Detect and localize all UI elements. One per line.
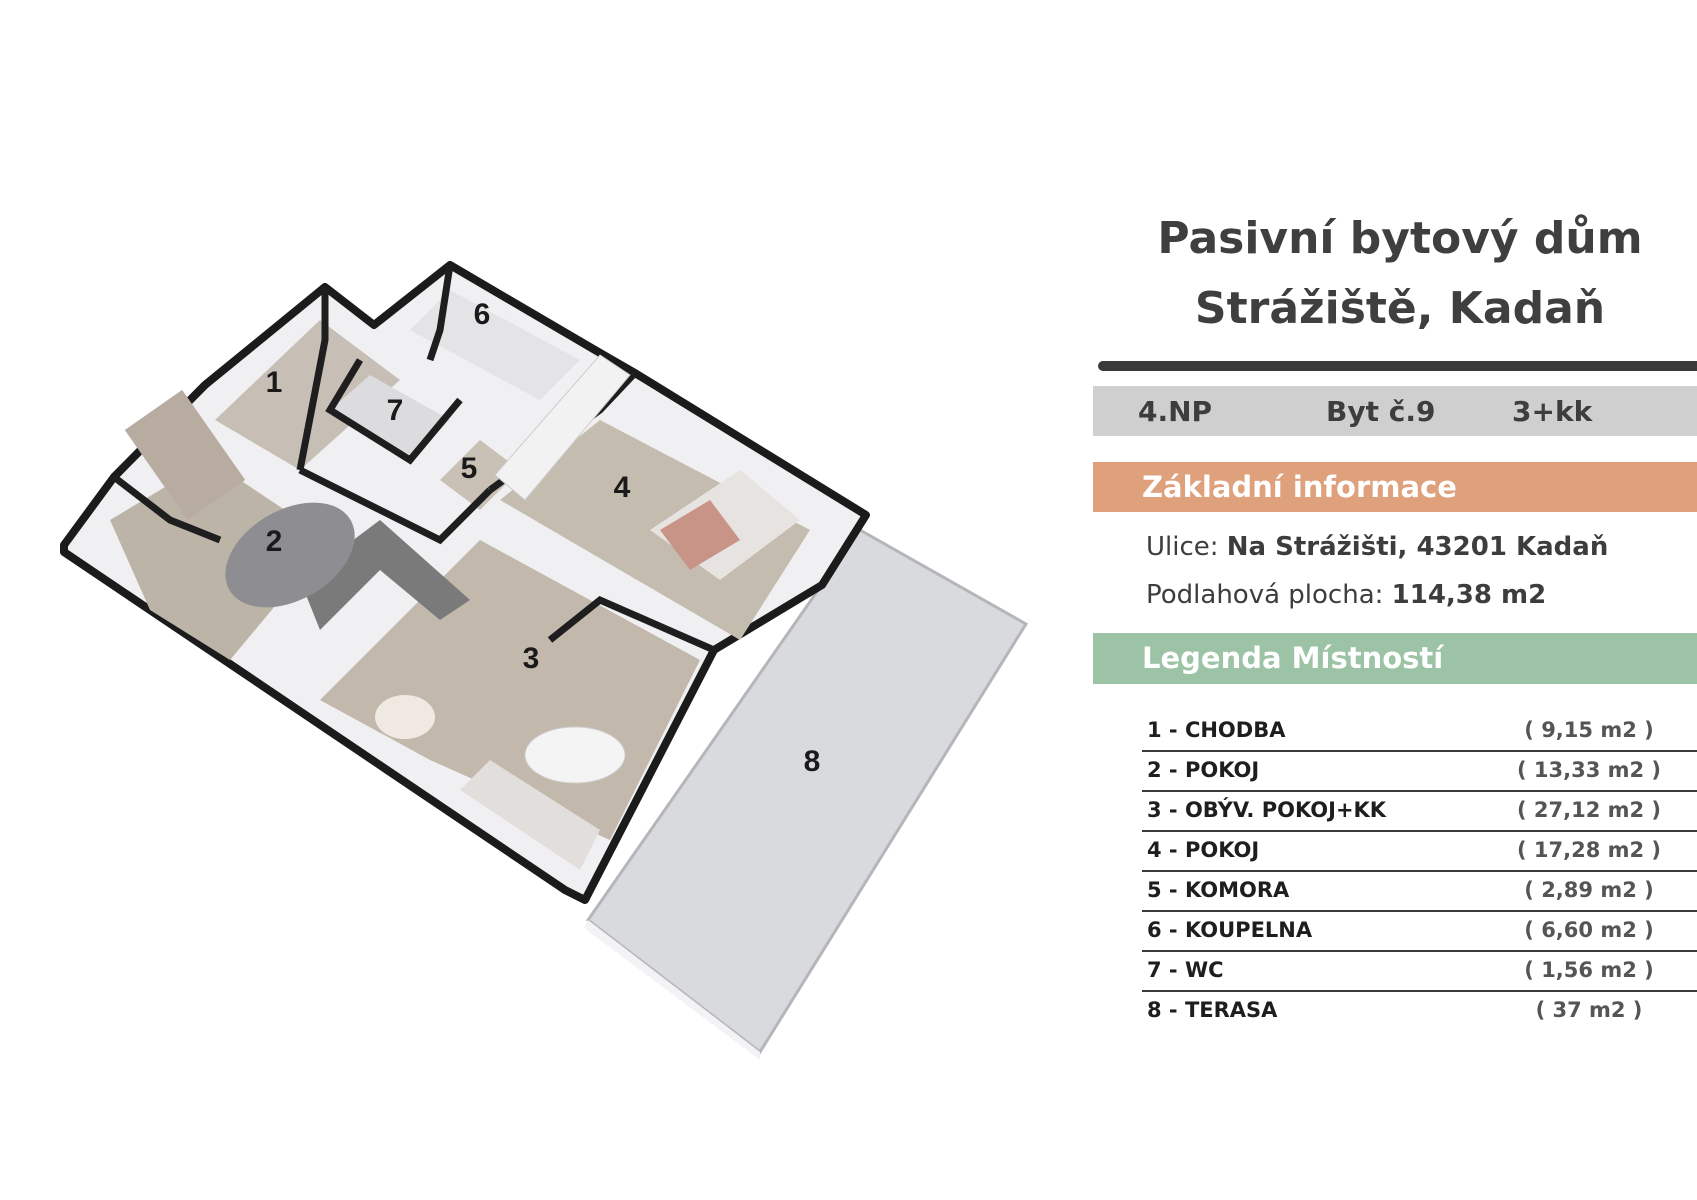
area-label: Podlahová plocha: — [1146, 580, 1384, 610]
room-6-floor — [410, 290, 580, 400]
unit-label: Byt č.9 — [1326, 395, 1436, 428]
shelving — [494, 354, 631, 501]
legend-row: 3 - OBÝV. POKOJ+KK ( 27,12 m2 ) — [1142, 792, 1697, 832]
room-area: ( 17,28 m2 ) — [1516, 838, 1662, 862]
plan-label-1: 1 — [266, 366, 283, 399]
legend-row: 8 - TERASA ( 37 m2 ) — [1142, 992, 1697, 1030]
page-title-line2: Strážiště, Kadaň — [1194, 283, 1606, 334]
coffee-table — [524, 726, 626, 784]
room-2-floor — [110, 460, 330, 660]
room-7-floor — [330, 375, 450, 460]
room-area: ( 13,33 m2 ) — [1516, 758, 1662, 782]
title-divider — [1098, 361, 1697, 371]
room-name: 3 - OBÝV. POKOJ+KK — [1147, 798, 1387, 822]
basic-info-header: Základní informace — [1093, 462, 1697, 512]
dining-table — [375, 695, 435, 739]
plan-label-6: 6 — [474, 298, 491, 331]
wardrobe — [124, 389, 246, 521]
room-name: 8 - TERASA — [1147, 998, 1278, 1022]
legend-row: 1 - CHODBA ( 9,15 m2 ) — [1142, 712, 1697, 752]
layout-label: 3+kk — [1512, 395, 1593, 428]
room-name: 7 - WC — [1147, 958, 1224, 982]
plan-label-5: 5 — [461, 452, 478, 485]
room-area: ( 1,56 m2 ) — [1524, 958, 1654, 982]
legend-row: 6 - KOUPELNA ( 6,60 m2 ) — [1142, 912, 1697, 952]
room-area: ( 27,12 m2 ) — [1516, 798, 1662, 822]
plan-label-3: 3 — [523, 642, 540, 675]
sofa — [460, 760, 600, 870]
basic-info-heading: Základní informace — [1142, 470, 1457, 504]
room-name: 5 - KOMORA — [1147, 878, 1290, 902]
room-legend: 1 - CHODBA ( 9,15 m2 ) 2 - POKOJ ( 13,33 m… — [1142, 712, 1697, 1030]
room-name: 1 - CHODBA — [1147, 718, 1286, 742]
floor-label: 4.NP — [1138, 395, 1213, 428]
room-name: 4 - POKOJ — [1147, 838, 1260, 862]
area-line: Podlahová plocha: 114,38 m2 — [1146, 580, 1546, 610]
room-area: ( 37 m2 ) — [1535, 998, 1643, 1022]
street-label: Ulice: — [1146, 532, 1219, 562]
kitchen-counter — [300, 520, 470, 630]
area-value: 114,38 m2 — [1391, 580, 1547, 610]
legend-row: 4 - POKOJ ( 17,28 m2 ) — [1142, 832, 1697, 872]
room-name: 2 - POKOJ — [1147, 758, 1260, 782]
legend-row: 7 - WC ( 1,56 m2 ) — [1142, 952, 1697, 992]
terrace-edge — [584, 920, 760, 1060]
rug — [225, 502, 355, 608]
floor-plan-render: 1 2 3 4 5 6 7 8 — [60, 261, 1029, 1060]
bedding — [660, 500, 740, 570]
legend-row: 5 - KOMORA ( 2,89 m2 ) — [1142, 872, 1697, 912]
summary-band: 4.NP Byt č.9 3+kk — [1093, 386, 1697, 436]
page-title-line1: Pasivní bytový dům — [1157, 213, 1643, 264]
room-5-floor — [440, 440, 520, 510]
plan-label-8: 8 — [804, 745, 821, 778]
plan-label-7: 7 — [387, 394, 404, 427]
street-value: Na Strážišti, 43201 Kadaň — [1226, 532, 1609, 562]
plan-label-2: 2 — [266, 525, 283, 558]
room-area: ( 6,60 m2 ) — [1524, 918, 1654, 942]
legend-header: Legenda Místností — [1093, 633, 1697, 684]
plan-label-4: 4 — [614, 471, 631, 504]
room-1-floor — [215, 320, 400, 470]
room-area: ( 2,89 m2 ) — [1524, 878, 1654, 902]
room-area: ( 9,15 m2 ) — [1524, 718, 1654, 742]
room-name: 6 - KOUPELNA — [1147, 918, 1313, 942]
street-line: Ulice: Na Strážišti, 43201 Kadaň — [1146, 532, 1608, 562]
legend-row: 2 - POKOJ ( 13,33 m2 ) — [1142, 752, 1697, 792]
legend-heading: Legenda Místností — [1142, 641, 1444, 675]
